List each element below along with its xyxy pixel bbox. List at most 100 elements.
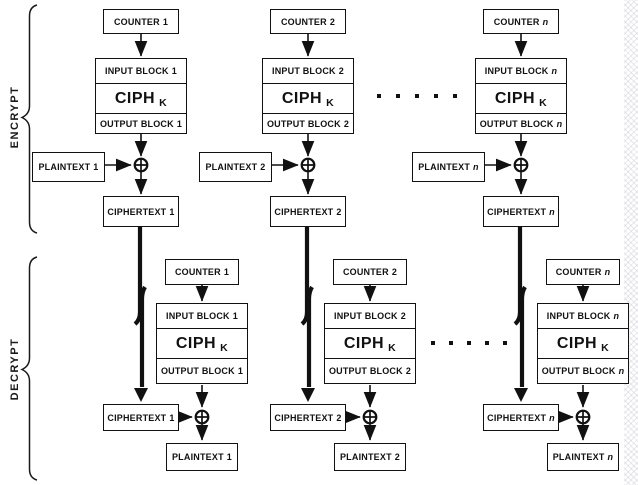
counter-index: n	[542, 16, 549, 27]
counter-label: COUNTER	[174, 267, 221, 277]
input-label: INPUT BLOCK	[272, 66, 336, 76]
plaintext-label: PLAINTEXT	[205, 162, 258, 172]
ciphertext-label: CIPHERTEXT	[274, 412, 334, 423]
ellipsis-icon	[431, 341, 507, 345]
ciph-key-subscript: K	[326, 96, 335, 109]
counter-label: COUNTER	[113, 16, 160, 27]
ellipsis-icon	[377, 94, 457, 98]
input-label: INPUT BLOCK	[484, 66, 549, 76]
counter-index: 1	[162, 16, 169, 27]
encrypt-col1-wires	[105, 34, 148, 195]
output-label: OUTPUT BLOCK	[328, 366, 403, 376]
plaintext-label: PLAINTEXT	[171, 452, 224, 462]
ciphertext-channel-1	[133, 227, 148, 402]
output-label: OUTPUT BLOCK	[99, 118, 174, 129]
plaintext-label: PLAINTEXT	[339, 452, 392, 462]
decrypt-col2-wires	[344, 285, 377, 441]
output-label: OUTPUT BLOCK	[541, 366, 616, 376]
xor-icon	[194, 409, 210, 425]
encrypt-col2-wires	[272, 34, 315, 195]
ciph-label: CIPH	[494, 89, 536, 107]
output-label: OUTPUT BLOCK	[266, 118, 341, 129]
decrypt-col1-wires	[176, 285, 209, 441]
xor-icon	[300, 157, 316, 173]
input-label: INPUT BLOCK	[166, 311, 230, 321]
ciphertext-label: CIPHERTEXT	[487, 206, 547, 217]
ciph-label: CIPH	[281, 89, 323, 107]
xor-icon	[513, 157, 529, 173]
ciph-label: CIPH	[175, 334, 217, 352]
ciph-key-subscript: K	[159, 96, 168, 109]
decrypt-brace	[20, 256, 38, 481]
counter-index: 1	[223, 267, 230, 277]
ciph-label: CIPH	[343, 334, 385, 352]
plaintext-label: PLAINTEXT	[38, 162, 91, 172]
counter-label: COUNTER	[493, 16, 540, 27]
ciphertext-label: CIPHERTEXT	[107, 412, 167, 423]
output-label: OUTPUT BLOCK	[160, 366, 235, 376]
counter-label: COUNTER	[342, 267, 389, 277]
decrypt-coln-wires	[557, 285, 590, 441]
output-label: OUTPUT BLOCK	[479, 118, 554, 129]
ciphertext-channel-2	[300, 227, 315, 402]
ciphertext-channel-n	[513, 227, 528, 402]
input-label: INPUT BLOCK	[105, 66, 169, 76]
counter-label: COUNTER	[555, 267, 602, 277]
input-label: INPUT BLOCK	[546, 311, 611, 321]
counter-index: n	[604, 267, 611, 277]
counter-index: 2	[391, 267, 398, 277]
xor-icon	[133, 157, 149, 173]
ciphertext-label: CIPHERTEXT	[487, 412, 547, 423]
encrypt-section-label: ENCRYPT	[9, 85, 21, 149]
counter-index: 2	[329, 16, 336, 27]
ciph-label: CIPH	[114, 89, 156, 107]
counter-label: COUNTER	[280, 16, 327, 27]
ciphertext-label: CIPHERTEXT	[274, 206, 334, 217]
ciph-key-subscript: K	[601, 341, 610, 354]
ciph-label: CIPH	[556, 334, 598, 352]
ciphertext-label: CIPHERTEXT	[107, 206, 167, 217]
plaintext-label: PLAINTEXT	[552, 452, 605, 462]
xor-icon	[362, 409, 378, 425]
encrypt-coln-wires	[485, 34, 528, 195]
input-label: INPUT BLOCK	[334, 311, 398, 321]
ciph-key-subscript: K	[220, 341, 229, 354]
encrypt-brace	[20, 4, 38, 234]
